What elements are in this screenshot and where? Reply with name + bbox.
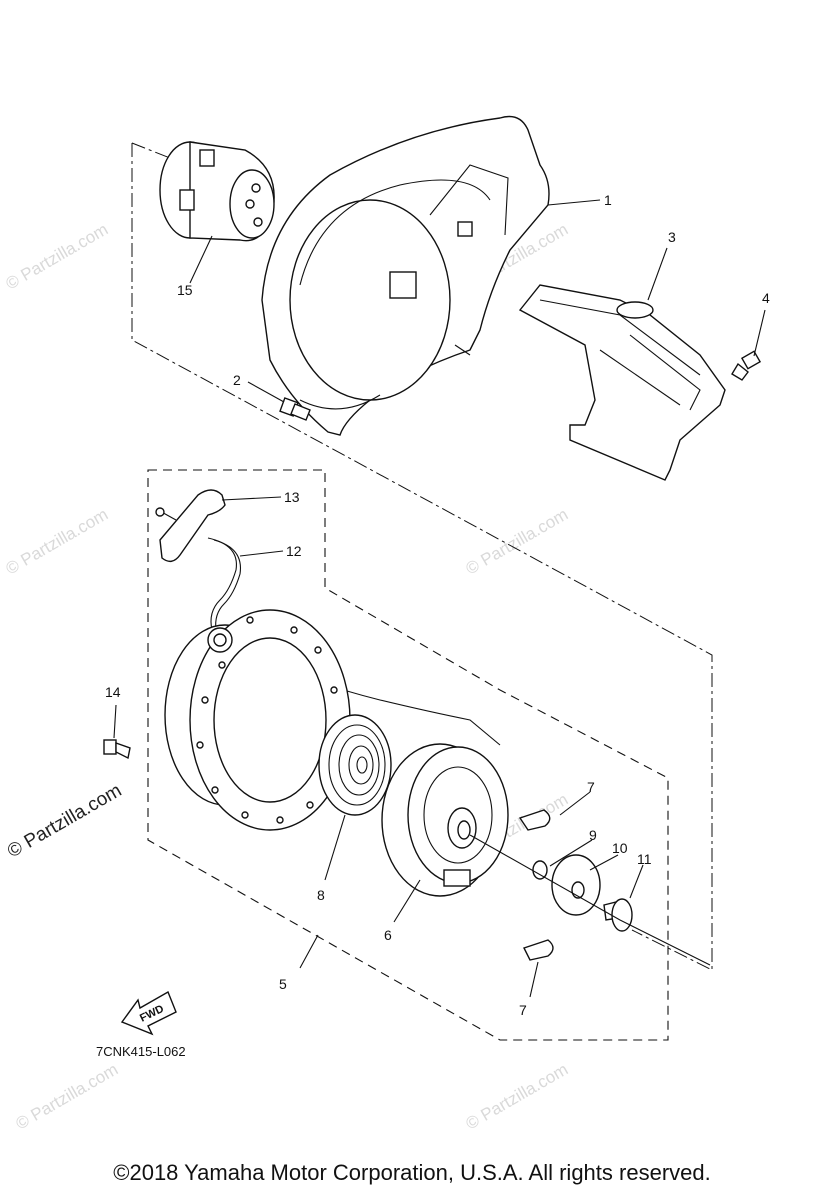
callout-15: 15	[177, 282, 193, 298]
callout-12: 12	[286, 543, 302, 559]
callout-10: 10	[612, 840, 628, 856]
part-6-pulley	[381, 743, 509, 897]
part-9-ring	[532, 860, 548, 880]
callout-13: 13	[284, 489, 300, 505]
diagram-code: 7CNK415-L062	[96, 1044, 186, 1059]
callout-7-upper: 7	[587, 779, 595, 795]
watermark-main: © Partzilla.com	[4, 780, 125, 862]
part-3-guard	[518, 284, 726, 481]
callouts: 1 2 3 4 5 6 7 7 8 9 10 11 12 13 14 15	[105, 192, 770, 1018]
leader-lines	[113, 199, 766, 998]
part-1-fan-shroud	[261, 115, 550, 436]
watermark: © Partzilla.com	[463, 1060, 572, 1134]
copyright-notice: ©2018 Yamaha Motor Corporation, U.S.A. A…	[113, 1160, 711, 1185]
watermark: © Partzilla.com	[463, 505, 572, 579]
watermark: © Partzilla.com	[3, 220, 112, 294]
watermark: © Partzilla.com	[3, 505, 112, 579]
part-2-bolt	[279, 397, 311, 421]
callout-5: 5	[279, 976, 287, 992]
callout-9: 9	[589, 827, 597, 843]
part-8-spring	[318, 714, 392, 816]
part-15-cup	[159, 141, 275, 242]
part-14-bolt	[103, 739, 131, 760]
callout-11: 11	[637, 851, 652, 867]
part-4-bolt	[731, 350, 762, 381]
callout-2: 2	[233, 372, 241, 388]
callout-7-lower: 7	[519, 1002, 527, 1018]
part-12-rope	[207, 537, 237, 631]
part-11-screw	[603, 898, 633, 932]
upper-assembly-outline	[131, 143, 713, 971]
part-case	[164, 609, 351, 831]
part-7-pawl	[518, 809, 551, 831]
callout-6: 6	[384, 927, 392, 943]
part-13-handle	[155, 489, 226, 563]
callout-3: 3	[668, 229, 676, 245]
starter-assembly-outline	[147, 469, 669, 1041]
part-7-pawl	[523, 939, 554, 961]
callout-14: 14	[105, 684, 121, 700]
part-10-plate	[551, 854, 601, 916]
callout-8: 8	[317, 887, 325, 903]
callout-4: 4	[762, 290, 770, 306]
callout-1: 1	[604, 192, 612, 208]
watermark: © Partzilla.com	[13, 1060, 122, 1134]
fwd-arrow-icon: FWD	[120, 990, 177, 1036]
